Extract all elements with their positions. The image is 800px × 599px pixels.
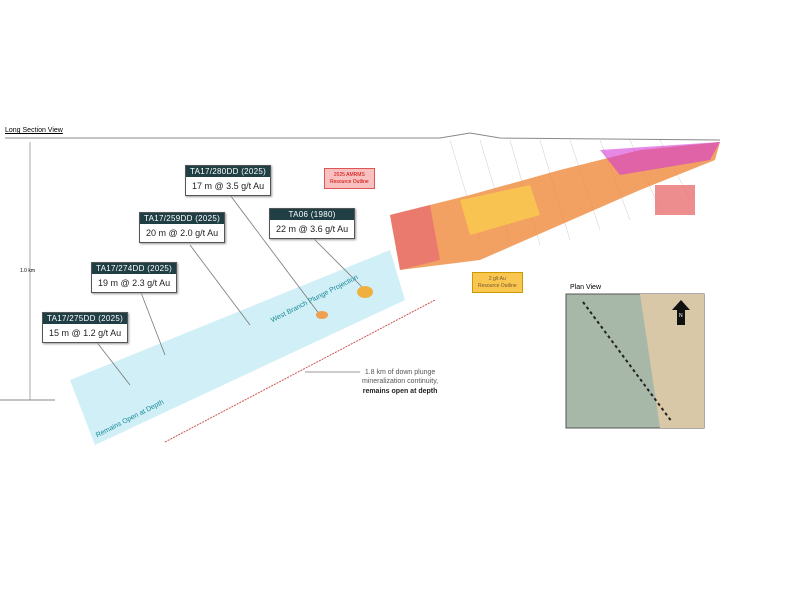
plunge-zone xyxy=(70,250,405,445)
plan-view-title: Plan View xyxy=(570,284,602,291)
section-title: Long Section View xyxy=(5,127,63,134)
callout-hole-3: TA06 (1980)22 m @ 3.6 g/t Au xyxy=(269,208,356,239)
north-label: N xyxy=(679,313,683,319)
callout-hole-1: TA17/280DD (2025)17 m @ 3.5 g/t Au xyxy=(185,165,272,196)
callout-hole-2: TA17/259DD (2025)20 m @ 2.0 g/t Au xyxy=(139,212,226,243)
section-line xyxy=(582,301,673,423)
depth-label: 1.0 km xyxy=(20,268,36,274)
callout-hole-4: TA17/274DD (2025)19 m @ 2.3 g/t Au xyxy=(91,262,178,293)
north-arrow-icon xyxy=(672,300,690,325)
callout-hole-5: TA17/275DD (2025)15 m @ 1.2 g/t Au xyxy=(42,312,129,343)
orebody xyxy=(390,142,720,270)
